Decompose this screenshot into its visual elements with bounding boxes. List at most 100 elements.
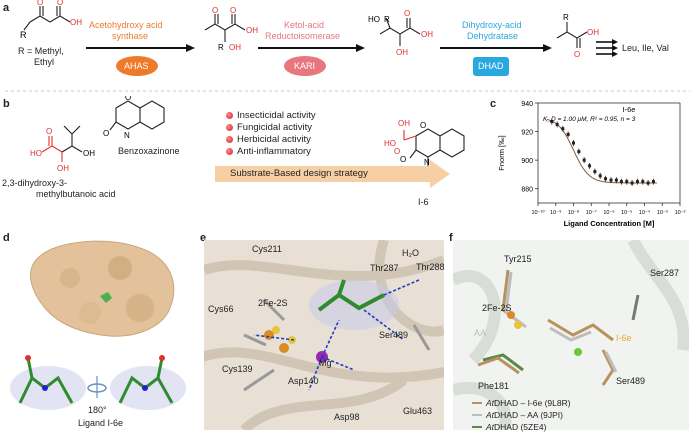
red-dot-icon [226, 135, 233, 143]
data-point [555, 122, 559, 126]
svg-text:O: O [574, 50, 580, 59]
compound1-name-2: methylbutanoic acid [36, 189, 116, 199]
dhad-name: Dihydroxy-acid [462, 20, 522, 30]
kari-name: Ketol-acid [284, 20, 325, 30]
residue-tyr215: Tyr215 [504, 254, 532, 264]
y-tick-label: 900 [521, 158, 533, 165]
svg-text:OH: OH [396, 48, 408, 57]
ahas-badge: AHAS [124, 61, 149, 71]
panel-f-image [453, 240, 689, 430]
activity-item: Fungicidal activity [226, 121, 316, 133]
residue-thr288: Thr288 [416, 262, 445, 272]
residue-asp140: Asp140 [288, 376, 319, 386]
svg-text:O: O [57, 0, 63, 7]
dhad-name-2: Dehydratase [467, 31, 519, 41]
data-point [582, 158, 586, 162]
x-tick-label: 10⁻³ [657, 210, 668, 216]
chart-title: I-6e [623, 105, 636, 114]
svg-text:N: N [124, 131, 130, 140]
data-point [593, 170, 597, 174]
legend-species: At [486, 422, 495, 432]
residue-cys66: Cys66 [208, 304, 234, 314]
svg-text:O: O [212, 6, 218, 15]
data-point [604, 177, 608, 181]
residue-ser489: Ser489 [616, 376, 646, 386]
data-point [588, 164, 592, 168]
ahas-name: Acetohydroxy acid [89, 20, 163, 30]
y-tick-label: 920 [521, 130, 533, 137]
legend-species: At [486, 410, 495, 420]
ligand-i6e: I-6e [616, 333, 632, 343]
svg-text:OH: OH [83, 149, 95, 158]
panel-label-a: a [3, 2, 10, 14]
red-dot-icon [226, 123, 233, 131]
active-site-render [204, 240, 444, 430]
cluster-fes: 2Fe-2S [258, 298, 288, 308]
svg-text:OH: OH [229, 43, 241, 52]
data-point [614, 178, 618, 182]
x-tick-label: 10⁻⁴ [639, 209, 651, 216]
data-point [641, 180, 645, 184]
activity-label: Insecticidal activity [237, 109, 316, 121]
panel-d-structure [10, 240, 186, 410]
data-point [561, 127, 565, 131]
products-label: Leu, Ile, Val [622, 43, 669, 53]
data-point [609, 178, 613, 182]
residue-thr287: Thr287 [370, 263, 399, 273]
superposition-render [453, 240, 689, 430]
svg-text:OH: OH [398, 119, 410, 128]
rotation-arrow-icon [87, 376, 107, 398]
x-tick-label: 10⁻² [675, 210, 686, 216]
panel-label-f: f [449, 232, 453, 244]
label-h2o: H₂O [402, 248, 419, 258]
red-dot-icon [226, 111, 233, 119]
legend-label: DHAD – I-6e (9L8R) [494, 398, 571, 408]
data-point [646, 181, 650, 185]
svg-text:OH: OH [57, 164, 69, 173]
data-point [598, 174, 602, 178]
x-axis-label: Ligand Concentration [M] [564, 219, 655, 228]
y-tick-label: 940 [521, 101, 533, 108]
x-tick-label: 10⁻⁸ [568, 209, 579, 216]
activity-item: Insecticidal activity [226, 109, 316, 121]
x-tick-label: 10⁻¹⁰ [531, 209, 545, 216]
residue-phe181: Phe181 [478, 381, 510, 391]
panel-label-e: e [200, 232, 207, 244]
data-point [625, 180, 629, 184]
substituent-label: R = Methyl, [18, 46, 64, 56]
svg-text:OH: OH [246, 26, 258, 35]
residue-asp98: Asp98 [334, 412, 360, 422]
data-point [630, 181, 634, 185]
ahas-name-2: synthase [112, 31, 149, 41]
svg-text:HO: HO [368, 15, 380, 24]
panel-label-d: d [3, 232, 10, 244]
y-axis-label: Fnorm [‰] [497, 135, 506, 170]
activity-label: Fungicidal activity [237, 121, 312, 133]
plot-area [537, 102, 681, 204]
activity-label: Herbicidal activity [237, 133, 311, 145]
data-point [619, 180, 623, 184]
kari-name-2: Reductoisomerase [265, 31, 341, 41]
legend-label: DHAD (5ZE4) [494, 422, 547, 432]
svg-text:O: O [420, 121, 426, 130]
svg-text:R: R [20, 30, 27, 40]
x-tick-label: 10⁻⁹ [550, 209, 561, 216]
data-point [651, 180, 655, 184]
chart-annotation: K_D = 1.00 μM, R² = 0.95, n = 3 [543, 116, 636, 123]
svg-text:O: O [37, 0, 43, 7]
activity-list: Insecticidal activity Fungicidal activit… [226, 109, 316, 157]
residue-ser489: Ser489 [379, 330, 409, 340]
compound1-name: 2,3-dihydroxy-3- [2, 178, 68, 188]
svg-text:O: O [103, 129, 109, 138]
dhad-badge: DHAD [478, 61, 504, 71]
residue-cys211: Cys211 [252, 244, 282, 254]
panel-label-b: b [3, 98, 10, 110]
product-label: I-6 [418, 197, 429, 207]
y-tick-label: 880 [521, 187, 533, 194]
svg-text:OH: OH [70, 18, 82, 27]
